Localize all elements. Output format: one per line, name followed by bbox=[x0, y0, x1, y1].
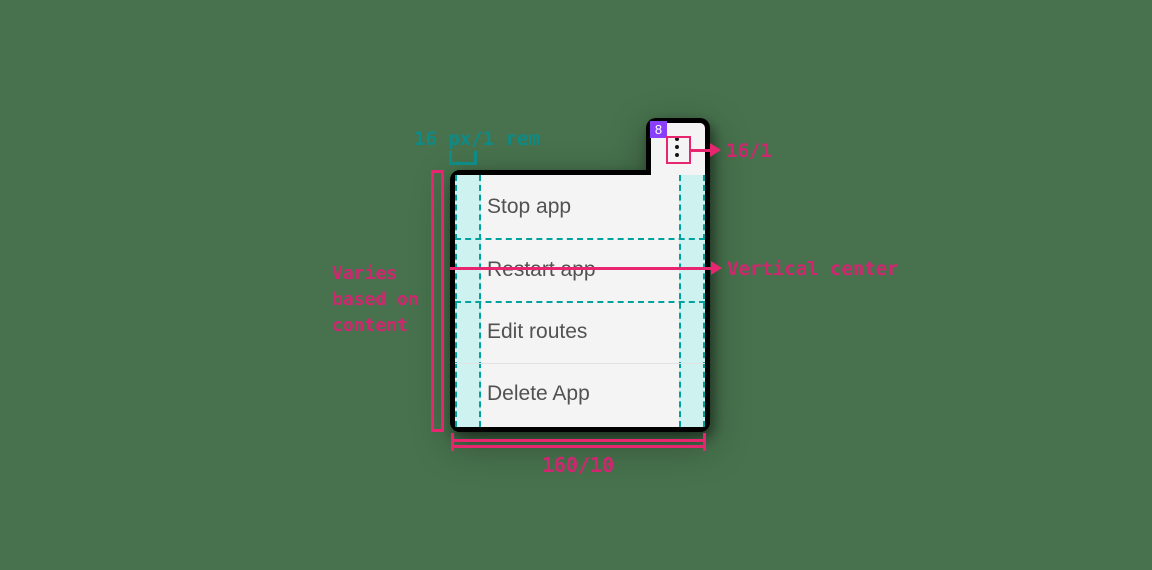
arrow-right-icon bbox=[711, 261, 722, 275]
overflow-menu-icon bbox=[675, 137, 679, 157]
button-highlight-box bbox=[666, 136, 691, 164]
width-dimension-line bbox=[451, 439, 706, 448]
button-annotation-line bbox=[691, 149, 710, 152]
height-dimension-line bbox=[431, 170, 444, 432]
vertical-center-label: Vertical center bbox=[727, 258, 899, 280]
menu-item-delete-app[interactable]: Delete App bbox=[487, 363, 673, 425]
menu-item-label: Delete App bbox=[487, 382, 590, 405]
menu-item-stop-app[interactable]: Stop app bbox=[487, 175, 673, 238]
horizontal-spacing-bracket-icon bbox=[449, 151, 477, 165]
height-annotation-label: Varies based on content bbox=[332, 261, 419, 339]
button-size-label: 16/1 bbox=[726, 140, 772, 162]
height-annotation-line-3: content bbox=[332, 315, 408, 336]
overflow-menu-button[interactable] bbox=[646, 118, 710, 175]
height-annotation-line-2: based on bbox=[332, 289, 419, 310]
overflow-menu: Stop app Restart app Edit routes Delete … bbox=[450, 170, 710, 432]
arrow-right-icon bbox=[710, 143, 721, 157]
width-dimension-right-cap bbox=[703, 433, 706, 451]
height-annotation-line-1: Varies bbox=[332, 263, 398, 284]
menu-item-label: Edit routes bbox=[487, 320, 588, 343]
row-boundary-dash-top bbox=[455, 238, 705, 240]
width-dimension-left-cap bbox=[451, 433, 454, 451]
padding-annotation-label: 16 px/1 rem bbox=[414, 128, 540, 150]
vertical-center-line bbox=[450, 267, 713, 270]
menu-divider bbox=[455, 363, 705, 364]
row-boundary-dash-bottom bbox=[455, 301, 705, 303]
menu-item-edit-routes[interactable]: Edit routes bbox=[487, 301, 673, 363]
width-annotation-label: 160/10 bbox=[541, 453, 615, 477]
menu-item-label: Stop app bbox=[487, 194, 572, 218]
annotation-badge: 8 bbox=[650, 121, 667, 138]
